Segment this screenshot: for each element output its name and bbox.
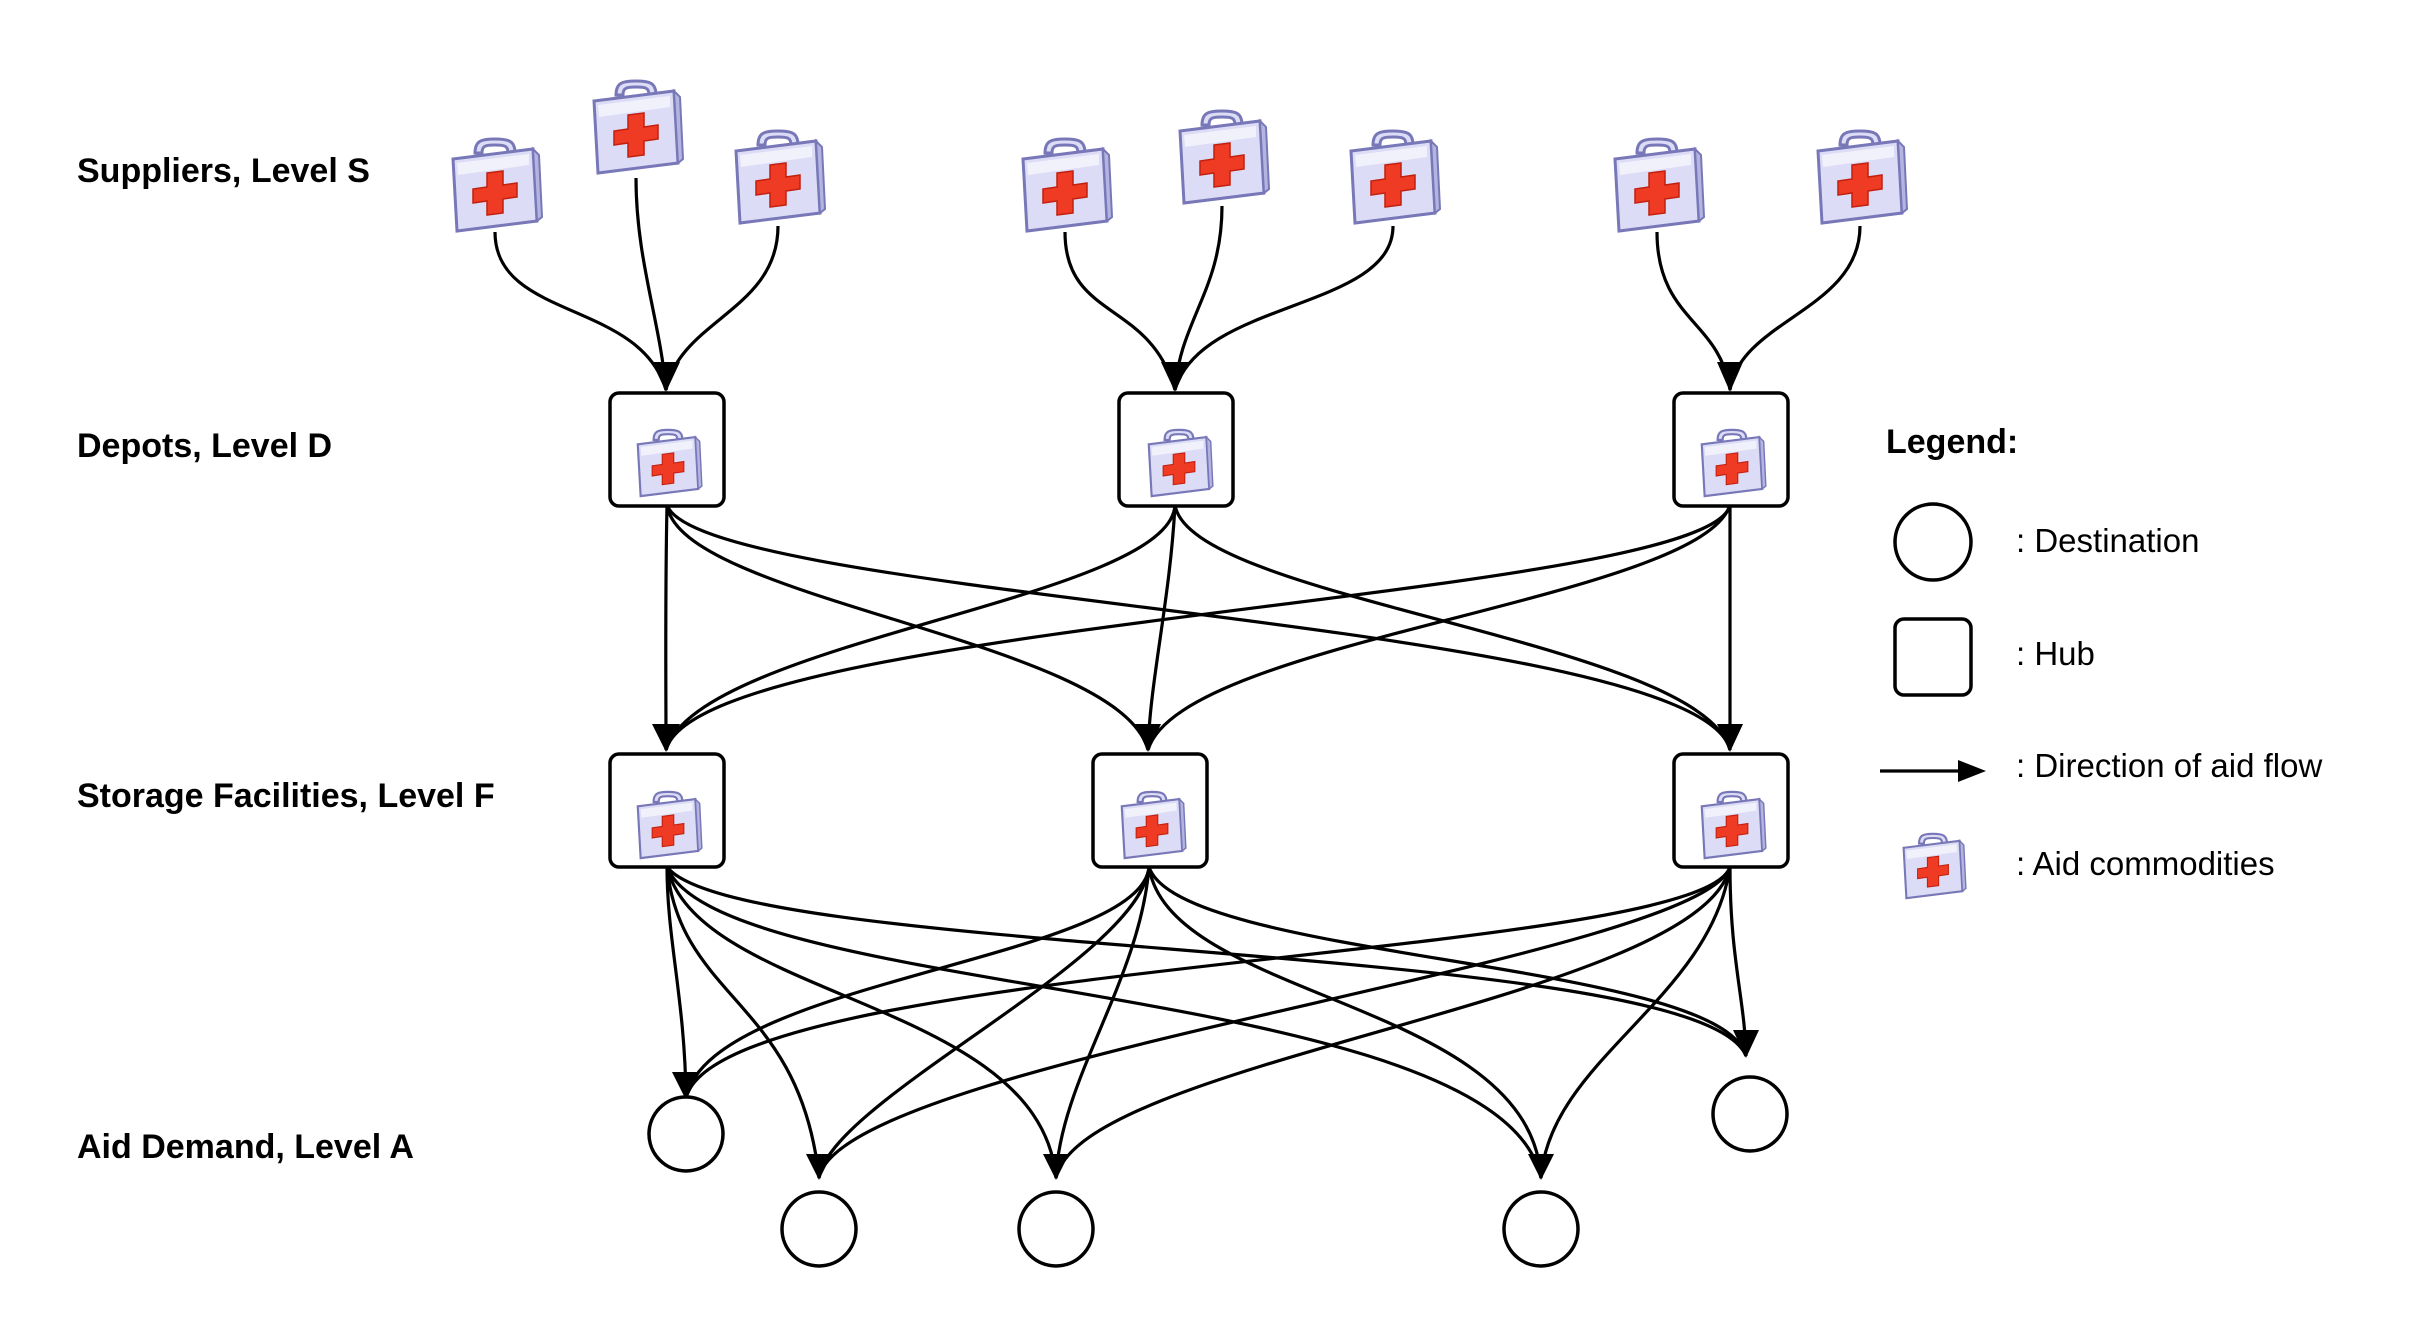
flow-edge (664, 504, 1732, 751)
legend-destination-circle (1893, 502, 1973, 582)
arrowhead (1733, 1030, 1759, 1058)
suppliers (451, 79, 1909, 233)
depot-hub (1672, 391, 1790, 508)
flow-edge (1063, 231, 1177, 391)
first-aid-kit-icon (451, 137, 544, 233)
arrowhead (1135, 724, 1161, 752)
depot-to-storage-edges (664, 504, 1732, 751)
arrowhead (1043, 1154, 1069, 1180)
legend-direction-label: : Direction of aid flow (2016, 747, 2322, 784)
flow-edge (1539, 866, 1732, 1179)
destination-node (1502, 1190, 1580, 1268)
flow-edge (1054, 866, 1151, 1179)
destination-node (1017, 1190, 1095, 1268)
legend-title: Legend: (1886, 423, 2018, 461)
flow-edge (1054, 866, 1732, 1179)
legend-arrowhead (1958, 760, 1986, 782)
first-aid-kit-icon (734, 129, 827, 225)
flow-edge (665, 504, 1150, 751)
arrowhead (1717, 724, 1743, 752)
flow-edge (817, 866, 1151, 1179)
legend-hub-box (1893, 617, 1973, 697)
flow-edge (665, 866, 821, 1179)
flow-edge (1146, 504, 1177, 751)
legend-destination-label: : Destination (2016, 522, 2199, 559)
storage-hub (1091, 752, 1209, 869)
level-label-depots: Depots, Level D (77, 427, 332, 465)
flow-edge (664, 504, 669, 751)
arrowhead (1161, 362, 1189, 392)
arrowheads (652, 362, 1759, 1180)
arrowhead (652, 724, 680, 752)
arrowhead (652, 362, 680, 392)
flow-edge (665, 504, 1732, 751)
depot-hub (1117, 391, 1235, 508)
legend-hub-label: : Hub (2016, 635, 2095, 672)
arrowhead (1717, 362, 1743, 392)
depot-hub (608, 391, 726, 508)
first-aid-kit-icon (1613, 137, 1706, 233)
flow-edge (1728, 866, 1748, 1057)
flow-edge (665, 866, 1543, 1179)
storage-facilities (608, 752, 1790, 869)
aid-demand-nodes (647, 1075, 1789, 1268)
level-label-suppliers: Suppliers, Level S (77, 152, 370, 190)
flow-edge (665, 866, 688, 1099)
flow-edge (817, 866, 1732, 1179)
first-aid-kit-icon (1349, 129, 1442, 225)
flow-edge (634, 177, 668, 391)
legend-commodities-label: : Aid commodities (2016, 845, 2275, 882)
flow-edge (1146, 504, 1732, 751)
arrowhead (806, 1154, 832, 1180)
first-aid-kit-icon (1021, 137, 1114, 233)
flow-edge (684, 866, 1732, 1099)
flow-edge (1147, 866, 1748, 1057)
supplier-to-depot-edges (493, 177, 1862, 391)
first-aid-kit-icon (1816, 129, 1909, 225)
level-label-demand: Aid Demand, Level A (77, 1128, 414, 1166)
flow-edge (1728, 225, 1862, 391)
depots (608, 391, 1790, 508)
flow-edge (664, 225, 780, 391)
arrowhead (1528, 1154, 1554, 1180)
destination-node (1711, 1075, 1789, 1153)
flow-edge (665, 866, 1748, 1057)
storage-to-demand-edges (665, 866, 1748, 1179)
arrowhead (672, 1072, 700, 1100)
flow-edge (1173, 225, 1395, 391)
storage-hub (1672, 752, 1790, 869)
flow-edge (1147, 866, 1543, 1179)
flow-edge (1173, 504, 1732, 751)
flow-edge (665, 866, 1058, 1179)
first-aid-kit-icon (1178, 109, 1271, 205)
destination-node (780, 1190, 858, 1268)
storage-hub (608, 752, 726, 869)
flow-edge (684, 866, 1151, 1099)
first-aid-kit-icon (1902, 832, 1967, 900)
flow-edge (664, 504, 1177, 751)
destination-node (647, 1095, 725, 1173)
flow-edge (493, 231, 668, 391)
first-aid-kit-icon (592, 79, 685, 175)
legend: Legend: : Destination : Hub : Direction … (1880, 423, 2322, 900)
level-label-storage: Storage Facilities, Level F (77, 777, 495, 815)
